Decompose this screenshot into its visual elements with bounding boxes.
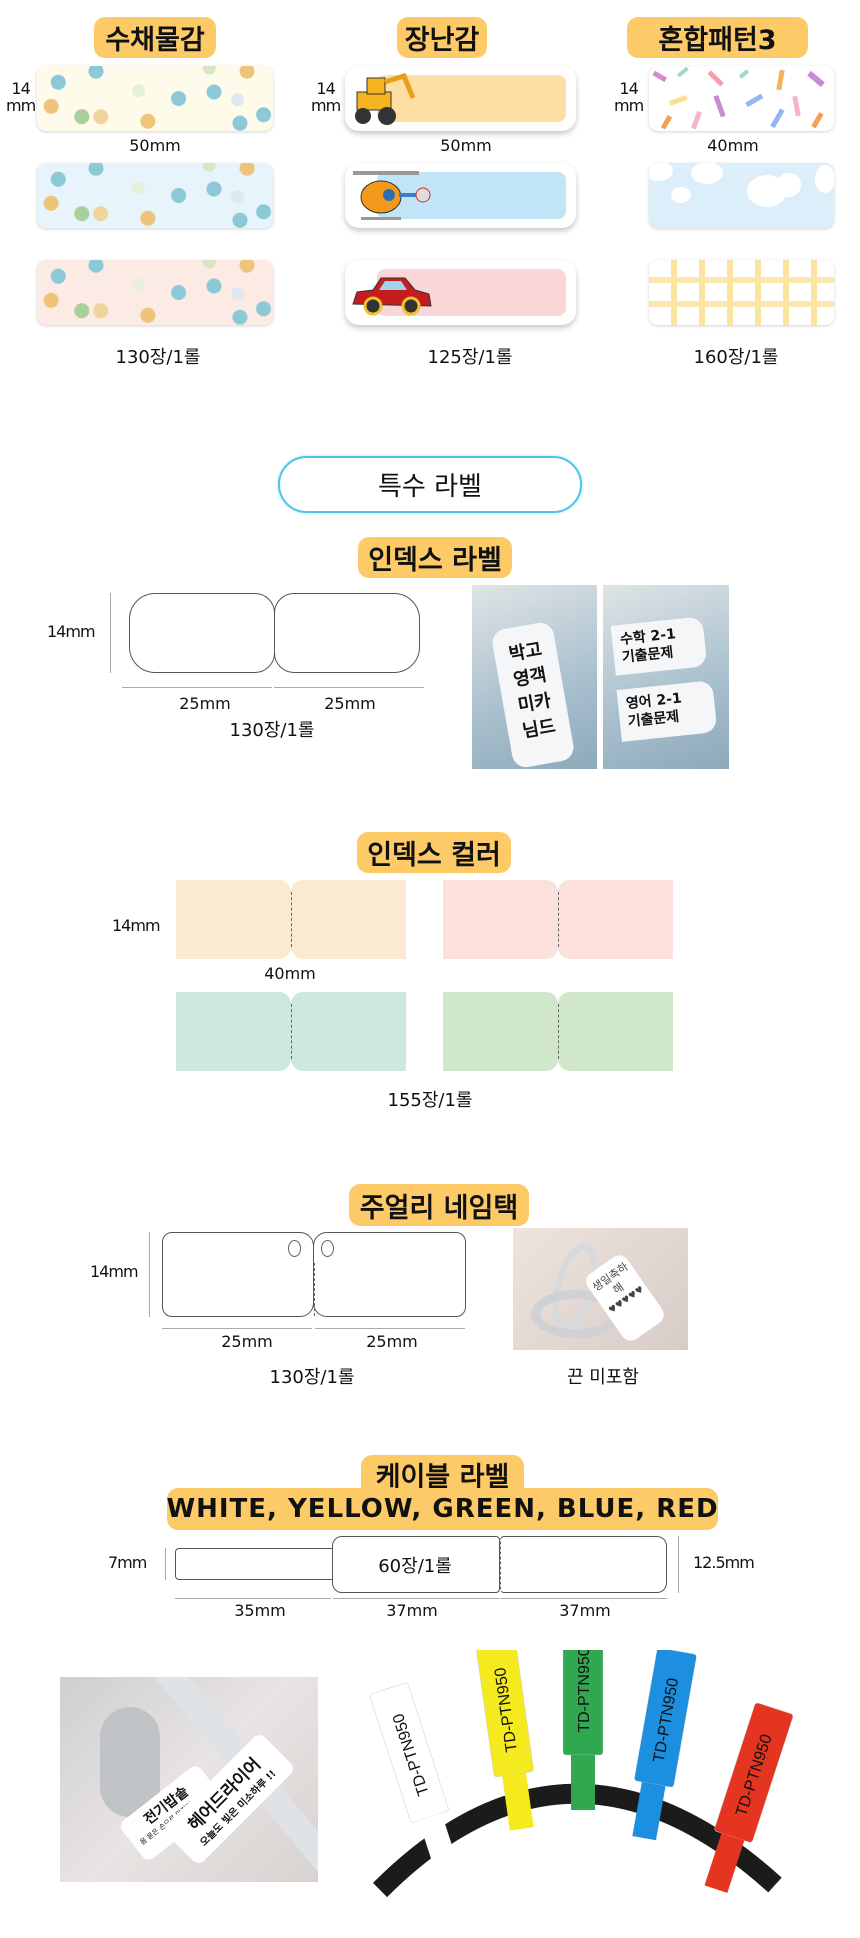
dimension-line [274, 687, 424, 688]
dimension-line [678, 1536, 679, 1593]
width-label: 25mm [324, 694, 376, 713]
dimension-line [165, 1548, 166, 1580]
watercolor-label-yellow [37, 66, 273, 131]
sample-tag-text: TD-PTN950 [576, 1650, 593, 1733]
width-label: 25mm [366, 1332, 418, 1351]
index-color-pink-right [558, 880, 673, 959]
cable-label-body [332, 1536, 500, 1593]
excavator-icon [355, 72, 416, 125]
width-label: 37mm [386, 1601, 438, 1620]
cable-photo: 전기밥솥 몸 묻은 손으로 만지지 마세요 헤어드라이어 오늘도 빛은 미소하루… [60, 1677, 318, 1882]
car-icon [352, 277, 432, 316]
index-color-mint-left [176, 992, 291, 1071]
dimension-line [149, 1232, 150, 1317]
count-label: 130장/1롤 [269, 1367, 355, 1388]
index-tag-photo: 수학 2-1 기출문제 [610, 616, 708, 676]
jewelry-tag-right [313, 1232, 466, 1317]
cable-label-stem [175, 1548, 335, 1580]
index-color-mint-right [291, 992, 406, 1071]
width-label: 50mm [129, 136, 181, 155]
cable-sample-tag: TD-PTN950 [562, 1650, 604, 1810]
index-label-left [129, 593, 275, 673]
width-label: 40mm [707, 136, 759, 155]
helicopter-icon [353, 171, 431, 220]
index-color-title: 인덱스 컬러 [357, 832, 511, 873]
body-height-label: 12.5mm [693, 1553, 755, 1572]
index-color-pink-left [443, 880, 558, 959]
mixed-label-confetti [649, 66, 834, 131]
width-label: 40mm [264, 964, 316, 983]
dimension-line [122, 687, 272, 688]
dimension-line [500, 1598, 667, 1599]
index-tag-photo: 영어 2-1 기출문제 [616, 680, 718, 742]
count-label: 155장/1롤 [387, 1090, 473, 1111]
toy-label-car [345, 260, 576, 325]
mixed-label-plaid [649, 260, 834, 325]
cable-label-title: 케이블 라벨 [361, 1455, 524, 1493]
dimension-line [110, 593, 111, 673]
watercolor-label-pink [37, 260, 273, 325]
jewelry-tag-left [162, 1232, 314, 1317]
dimension-line [162, 1328, 312, 1329]
index-photo-left: 박고 영객 미카 님드 [472, 585, 597, 769]
hole-icon [288, 1240, 301, 1257]
count-label: 125장/1롤 [427, 347, 513, 368]
cloud-pattern [649, 163, 834, 207]
category-title-mixed-pattern: 혼합패턴3 [627, 17, 808, 58]
cable-sample-tag: TD-PTN950 [632, 1650, 697, 1841]
dimension-line [175, 1598, 331, 1599]
index-label-title: 인덱스 라벨 [358, 537, 512, 578]
string-not-included-note: 끈 미포함 [567, 1367, 639, 1388]
count-label: 130장/1롤 [115, 347, 201, 368]
category-title-watercolor: 수채물감 [94, 17, 216, 58]
index-label-right [274, 593, 420, 673]
watercolor-label-blue [37, 163, 273, 228]
count-label: 160장/1롤 [693, 347, 779, 368]
hole-icon [321, 1240, 334, 1257]
height-label: 14mm [90, 1262, 139, 1281]
confetti-pattern [652, 66, 825, 130]
cable-colors-title: WHITE, YELLOW, GREEN, BLUE, RED [166, 1488, 718, 1530]
index-color-peach-right [291, 880, 406, 959]
width-label: 50mm [440, 136, 492, 155]
height-label: 14mm [112, 916, 161, 935]
toy-label-helicopter [345, 163, 576, 228]
width-label: 37mm [559, 1601, 611, 1620]
dimension-line [333, 1598, 499, 1599]
cable-sample-tag: TD-PTN950 [475, 1650, 534, 1831]
width-label: 35mm [234, 1601, 286, 1620]
dimension-line [315, 1328, 465, 1329]
special-labels-heading: 특수 라벨 [278, 456, 582, 513]
cable-label-end [500, 1536, 667, 1593]
height-label: 14 mm [6, 79, 36, 115]
toy-label-excavator [345, 66, 576, 131]
height-label: 14 mm [311, 79, 341, 115]
mixed-label-clouds [649, 163, 834, 228]
width-label: 25mm [221, 1332, 273, 1351]
jewelry-photo: 생일축하해 ♥♥♥♥♥ [513, 1228, 688, 1350]
count-label: 60장/1롤 [378, 1556, 452, 1577]
height-label: 14 mm [614, 79, 644, 115]
index-photo-right: 수학 2-1 기출문제 영어 2-1 기출문제 [603, 585, 729, 769]
count-label: 130장/1롤 [229, 720, 315, 741]
index-color-green-left [443, 992, 558, 1071]
jewelry-tag-title: 주얼리 네임택 [349, 1184, 529, 1226]
height-label: 14mm [47, 622, 96, 641]
category-title-toys: 장난감 [397, 17, 487, 58]
index-color-peach-left [176, 880, 291, 959]
index-tag-photo: 박고 영객 미카 님드 [490, 620, 576, 769]
stem-height-label: 7mm [108, 1553, 147, 1572]
width-label: 25mm [179, 694, 231, 713]
index-color-green-right [558, 992, 673, 1071]
